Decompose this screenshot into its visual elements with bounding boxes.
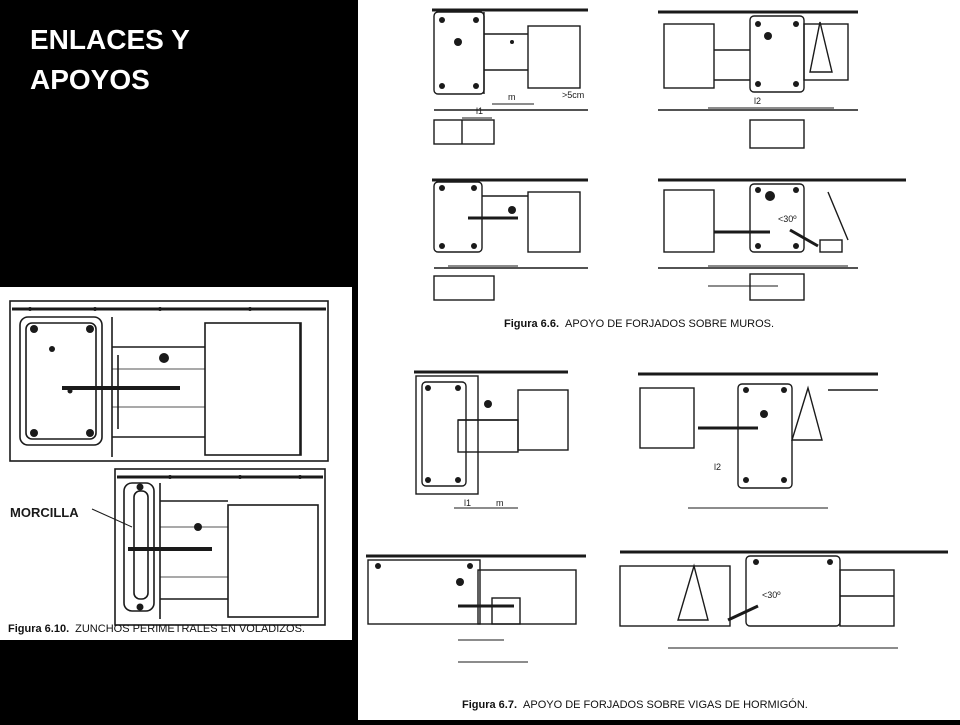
slide-title-line2: APOYOS: [30, 64, 150, 95]
fig66-gap-label: >5cm: [562, 90, 584, 100]
figure-6-10-number: Figura 6.10.: [8, 623, 70, 635]
slide-title-line1: ENLACES Y: [30, 24, 190, 55]
figure-6-10-text: ZUNCHOS PERIMETRALES EN VOLADIZOS.: [75, 623, 305, 635]
fig66-m-label: m: [508, 92, 516, 102]
slide-title: ENLACES Y APOYOS: [30, 20, 190, 100]
figure-6-6-caption: Figura 6.6. APOYO DE FORJADOS SOBRE MUROS…: [504, 318, 774, 330]
right-panel: >5cm l1 m l2 <30º l1 m l2 <30º Figura 6.…: [358, 0, 960, 720]
fig66-angle-label: <30º: [778, 214, 797, 224]
figure-6-10: MORCILLA Figura 6.10. ZUNCHOS PERIMETRALE…: [0, 287, 352, 640]
figure-6-7-text: APOYO DE FORJADOS SOBRE VIGAS DE HORMIGÓ…: [523, 699, 808, 711]
fig67-l1-label: l1: [464, 498, 471, 508]
figure-6-6-number: Figura 6.6.: [504, 318, 560, 330]
fig67-m-label: m: [496, 498, 504, 508]
figure-6-10-caption: Figura 6.10. ZUNCHOS PERIMETRALES EN VOLA…: [8, 623, 305, 635]
morcilla-label: MORCILLA: [10, 505, 79, 520]
fig66-l2-label: l2: [754, 96, 761, 106]
fig67-l2-label: l2: [714, 462, 721, 472]
figure-6-7-caption: Figura 6.7. APOYO DE FORJADOS SOBRE VIGAS…: [462, 699, 808, 711]
figure-6-6-text: APOYO DE FORJADOS SOBRE MUROS.: [565, 318, 775, 330]
fig66-l1-label: l1: [476, 106, 483, 116]
figures-6-6-6-7-drawing: >5cm l1 m l2 <30º l1 m l2 <30º: [366, 8, 948, 663]
figure-6-10-drawing: MORCILLA: [9, 300, 329, 626]
fig67-angle-label: <30º: [762, 590, 781, 600]
figure-6-7-number: Figura 6.7.: [462, 699, 518, 711]
